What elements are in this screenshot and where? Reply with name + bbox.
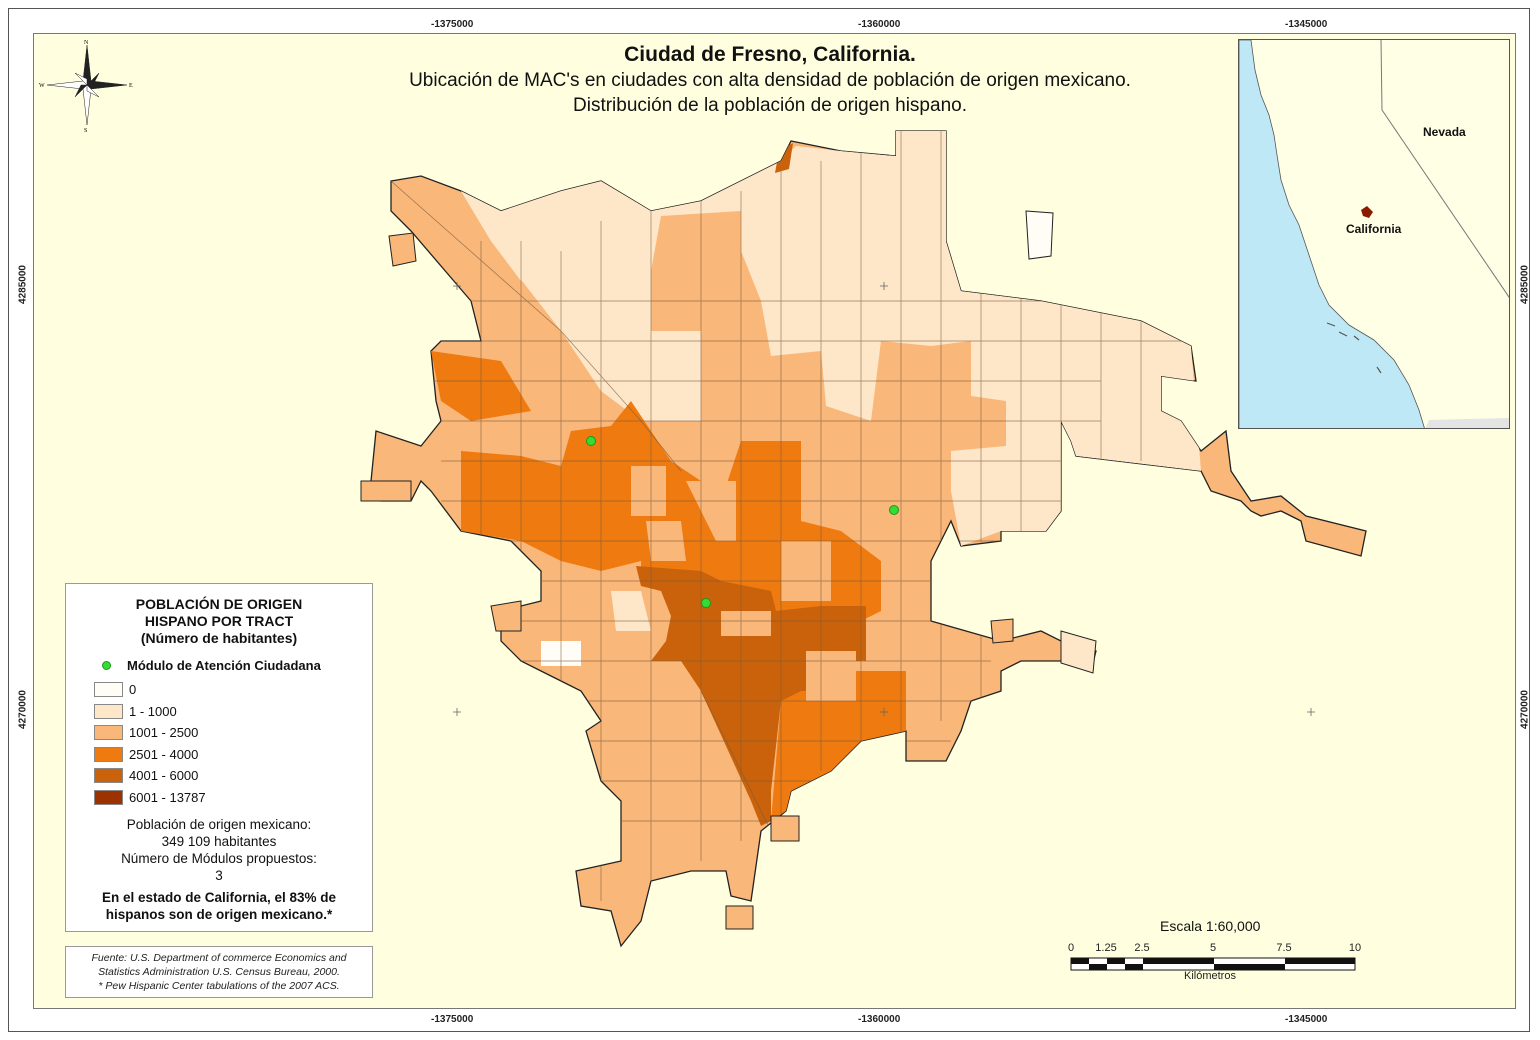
legend-label-1: 1 - 1000 — [129, 703, 177, 719]
legend-mac-label: Módulo de Atención Ciudadana — [127, 657, 321, 673]
compass-s: S — [84, 128, 87, 133]
legend-note-line-1: En el estado de California, el 83% de — [101, 890, 337, 905]
scale-bar-graphic — [1070, 957, 1356, 971]
legend-label-4: 4001 - 6000 — [129, 767, 199, 783]
legend-title-line-2: HISPANO POR TRACT — [144, 613, 294, 629]
legend-note-line-2: hispanos son de origen mexicano.* — [105, 907, 333, 922]
map-titles: Ciudad de Fresno, California. Ubicación … — [340, 42, 1200, 118]
legend-swatch-5 — [94, 789, 123, 805]
legend-label-3: 2501 - 4000 — [129, 746, 199, 762]
scale-title: Escala 1:60,000 — [1160, 918, 1261, 934]
scale-tick-1: 1.25 — [1095, 942, 1117, 954]
y-coord-right-2: 4270000 — [1519, 690, 1531, 729]
legend-swatch-3 — [94, 746, 123, 762]
tracts-1001-2500-inner-2 — [686, 481, 736, 541]
y-coord-left-1: 4285000 — [17, 265, 29, 304]
detached-tract-east — [1060, 630, 1097, 674]
legend: POBLACIÓN DE ORIGEN HISPANO POR TRACT (N… — [65, 583, 373, 932]
x-coord-bottom-3: -1345000 — [1285, 1014, 1328, 1025]
tract-4001-6000-east — [821, 606, 866, 661]
tracts-1-1000-north — [461, 131, 1201, 546]
source-box: Fuente: U.S. Department of commerce Econ… — [65, 946, 373, 998]
scale-tick-2: 2.5 — [1134, 942, 1150, 954]
tract-1001-2500-lower — [721, 611, 771, 636]
source-line-1: Fuente: U.S. Department of commerce Econ… — [91, 952, 347, 964]
tracts-4001-6000-center — [636, 566, 861, 826]
legend-modules-label: Número de Módulos propuestos: — [121, 851, 317, 866]
mac-module-2[interactable] — [889, 505, 899, 515]
detached-tract-se-1 — [990, 618, 1014, 644]
detached-tract-s-2 — [725, 905, 754, 930]
x-coord-top-2: -1360000 — [858, 19, 901, 30]
scale-tick-4: 7.5 — [1276, 942, 1292, 954]
source-line-3: * Pew Hispanic Center tabulations of the… — [98, 980, 340, 992]
tracts-2501-4000-south — [771, 671, 906, 821]
legend-title: POBLACIÓN DE ORIGEN HISPANO POR TRACT (N… — [66, 596, 372, 647]
legend-title-line-3: (Número de habitantes) — [140, 630, 298, 646]
legend-class-0: 0 — [94, 680, 136, 698]
inset-map-california: Nevada California — [1238, 39, 1510, 429]
x-coord-top-1: -1375000 — [431, 19, 474, 30]
map-subtitle-2: Distribución de la población de origen h… — [573, 95, 967, 116]
legend-label-2: 1001 - 2500 — [129, 724, 199, 740]
mac-module-1[interactable] — [586, 436, 596, 446]
legend-note: En el estado de California, el 83% de hi… — [66, 889, 372, 923]
compass-n: N — [84, 40, 89, 46]
tract-1001-2500-se — [806, 651, 856, 701]
legend-swatch-4 — [94, 767, 123, 783]
x-coord-bottom-2: -1360000 — [858, 1014, 901, 1025]
legend-class-4: 4001 - 6000 — [94, 766, 198, 784]
detached-tract-sw — [490, 600, 522, 632]
scale-tick-5: 10 — [1348, 942, 1362, 954]
legend-label-5: 6001 - 13787 — [129, 789, 206, 805]
y-coord-left-2: 4270000 — [17, 690, 29, 729]
source-line-2: Statistics Administration U.S. Census Bu… — [98, 966, 340, 978]
map-subtitle-1: Ubicación de MAC's en ciudades con alta … — [409, 70, 1131, 91]
x-coord-bottom-1: -1375000 — [431, 1014, 474, 1025]
legend-pop-value: 349 109 habitantes — [161, 834, 277, 849]
legend-class-1: 1 - 1000 — [94, 702, 177, 720]
legend-pop-label: Población de origen mexicano: — [126, 817, 312, 832]
inset-map-svg: Nevada California — [1239, 40, 1509, 428]
compass-rose-icon: N S W E — [39, 40, 133, 133]
scale-bar: Escala 1:60,000 0 1.25 2.5 5 7.5 10 Kiló… — [1060, 915, 1370, 985]
pacific-ocean — [1239, 40, 1425, 428]
compass-w: W — [39, 83, 45, 89]
legend-class-2: 1001 - 2500 — [94, 723, 198, 741]
legend-swatch-2 — [94, 724, 123, 740]
legend-swatch-0 — [94, 681, 123, 697]
scale-unit: Kilómetros — [1184, 970, 1236, 982]
state-boundary — [1380, 40, 1509, 298]
legend-class-5: 6001 - 13787 — [94, 788, 206, 806]
grid-crosses — [453, 282, 1315, 716]
inset-label-california: California — [1346, 222, 1402, 236]
y-coord-right-1: 4285000 — [1519, 265, 1531, 304]
legend-mac: Módulo de Atención Ciudadana — [94, 656, 321, 674]
mac-module-3[interactable] — [701, 598, 711, 608]
mexico-area — [1425, 418, 1509, 428]
scale-tick-0: 0 — [1067, 942, 1075, 954]
fresno-location-icon — [1361, 206, 1373, 218]
detached-tract-west-1 — [360, 480, 412, 502]
x-coord-top-3: -1345000 — [1285, 19, 1328, 30]
map-title: Ciudad de Fresno, California. — [624, 43, 916, 66]
scale-tick-3: 5 — [1209, 942, 1217, 954]
legend-class-3: 2501 - 4000 — [94, 745, 198, 763]
tracts-1001-2500-inner-1 — [631, 466, 666, 516]
legend-title-line-1: POBLACIÓN DE ORIGEN — [135, 596, 303, 612]
detached-tract-s-1 — [770, 815, 800, 842]
legend-swatch-1 — [94, 703, 123, 719]
inset-label-nevada: Nevada — [1423, 125, 1466, 139]
fresno-tract-map — [360, 130, 1367, 948]
detached-tract-north — [1025, 210, 1054, 260]
tract-classes — [390, 131, 1201, 901]
legend-modules-value: 3 — [215, 868, 223, 883]
detached-tract-nw — [388, 232, 417, 267]
mac-dot-icon — [102, 660, 111, 670]
tract-6001-13787 — [775, 143, 793, 173]
legend-label-0: 0 — [129, 681, 137, 697]
tract-boundaries — [390, 131, 1201, 901]
compass-e: E — [129, 83, 133, 89]
tracts-1001-2500-inner-4 — [781, 541, 831, 601]
